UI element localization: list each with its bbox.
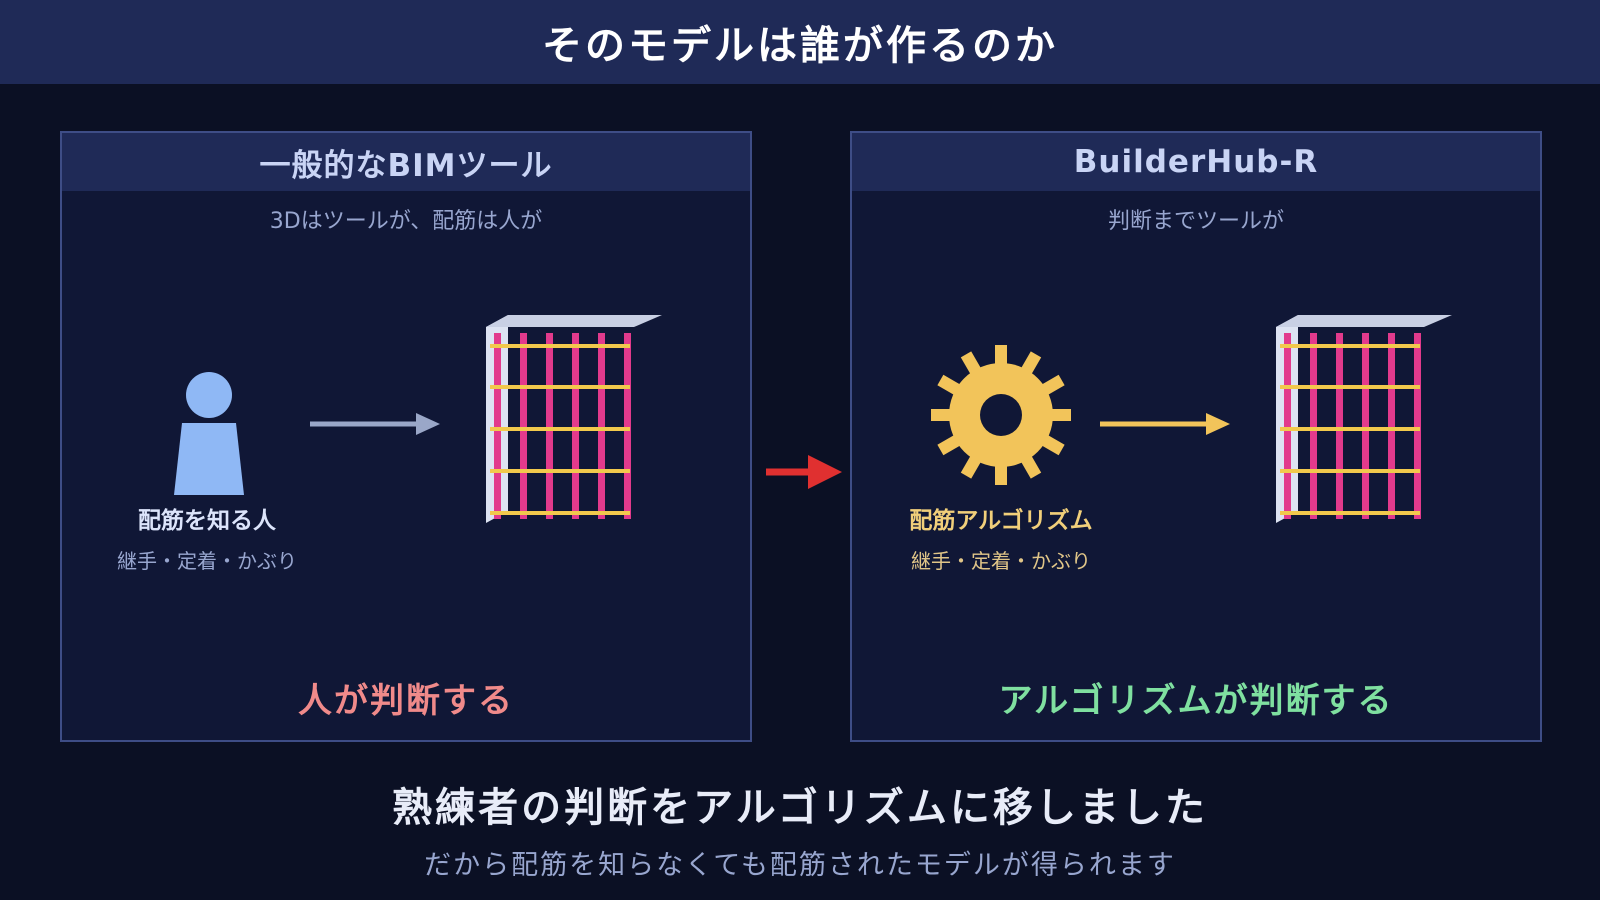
panel-header: 一般的なBIMツール	[62, 133, 750, 191]
slab-top-face	[1276, 315, 1452, 327]
rebar-vertical	[494, 333, 501, 519]
rebar-vertical	[520, 333, 527, 519]
title-bar: そのモデルは誰が作るのか	[0, 0, 1600, 84]
rebar-vertical	[624, 333, 631, 519]
rebar-model-icon	[1276, 315, 1452, 523]
actor-label: 配筋アルゴリズム	[909, 508, 1093, 534]
panel-subtitle: 3Dはツールが、配筋は人が	[269, 209, 543, 234]
arrow-right-icon	[1100, 413, 1230, 435]
rebar-horizontal	[1280, 469, 1420, 473]
actor-label: 配筋を知る人	[138, 508, 276, 534]
rebar-horizontal	[490, 511, 630, 515]
rebar-vertical	[1336, 333, 1343, 519]
rebar-vertical	[598, 333, 605, 519]
actor-sub: 継手・定着・かぶり	[911, 549, 1091, 573]
slab-top-face	[486, 315, 662, 327]
rebar-model-icon	[486, 315, 662, 523]
rebar-horizontal	[490, 427, 630, 431]
panel-header: BuilderHub-R	[852, 133, 1540, 191]
rebar-vertical	[1362, 333, 1369, 519]
rebar-horizontal	[490, 469, 630, 473]
gear-icon	[931, 345, 1071, 485]
rebar-vertical	[1284, 333, 1291, 519]
rebar-horizontal	[490, 344, 630, 348]
conclusion-main: 熟練者の判断をアルゴリズムに移しました	[392, 785, 1208, 831]
arrow-right-icon	[310, 413, 440, 435]
page-title: そのモデルは誰が作るのか	[542, 23, 1058, 69]
panel-builderhub: BuilderHub-R 判断までツールが 配筋アルゴリズム 継手・定着・かぶり…	[850, 131, 1542, 742]
panel-verdict: 人が判断する	[298, 681, 514, 721]
rebar-horizontal	[1280, 344, 1420, 348]
gear-hole	[980, 394, 1022, 436]
panel-subtitle: 判断までツールが	[1107, 209, 1284, 234]
rebar-vertical	[1388, 333, 1395, 519]
rebar-horizontal	[1280, 427, 1420, 431]
panel-general-bim: 一般的なBIMツール 3Dはツールが、配筋は人が 配筋を知る人 継手・定着・かぶ…	[60, 131, 752, 742]
rebar-vertical	[1414, 333, 1421, 519]
transition-arrow-icon	[766, 455, 842, 489]
person-icon	[174, 372, 244, 495]
rebar-vertical	[546, 333, 553, 519]
panel-verdict: アルゴリズムが判断する	[998, 681, 1394, 721]
rebar-horizontal	[1280, 385, 1420, 389]
actor-sub: 継手・定着・かぶり	[117, 549, 297, 573]
rebar-horizontal	[1280, 511, 1420, 515]
conclusion-sub: だから配筋を知らなくても配筋されたモデルが得られます	[424, 850, 1176, 881]
rebar-vertical	[1310, 333, 1317, 519]
rebar-horizontal	[490, 385, 630, 389]
rebar-vertical	[572, 333, 579, 519]
